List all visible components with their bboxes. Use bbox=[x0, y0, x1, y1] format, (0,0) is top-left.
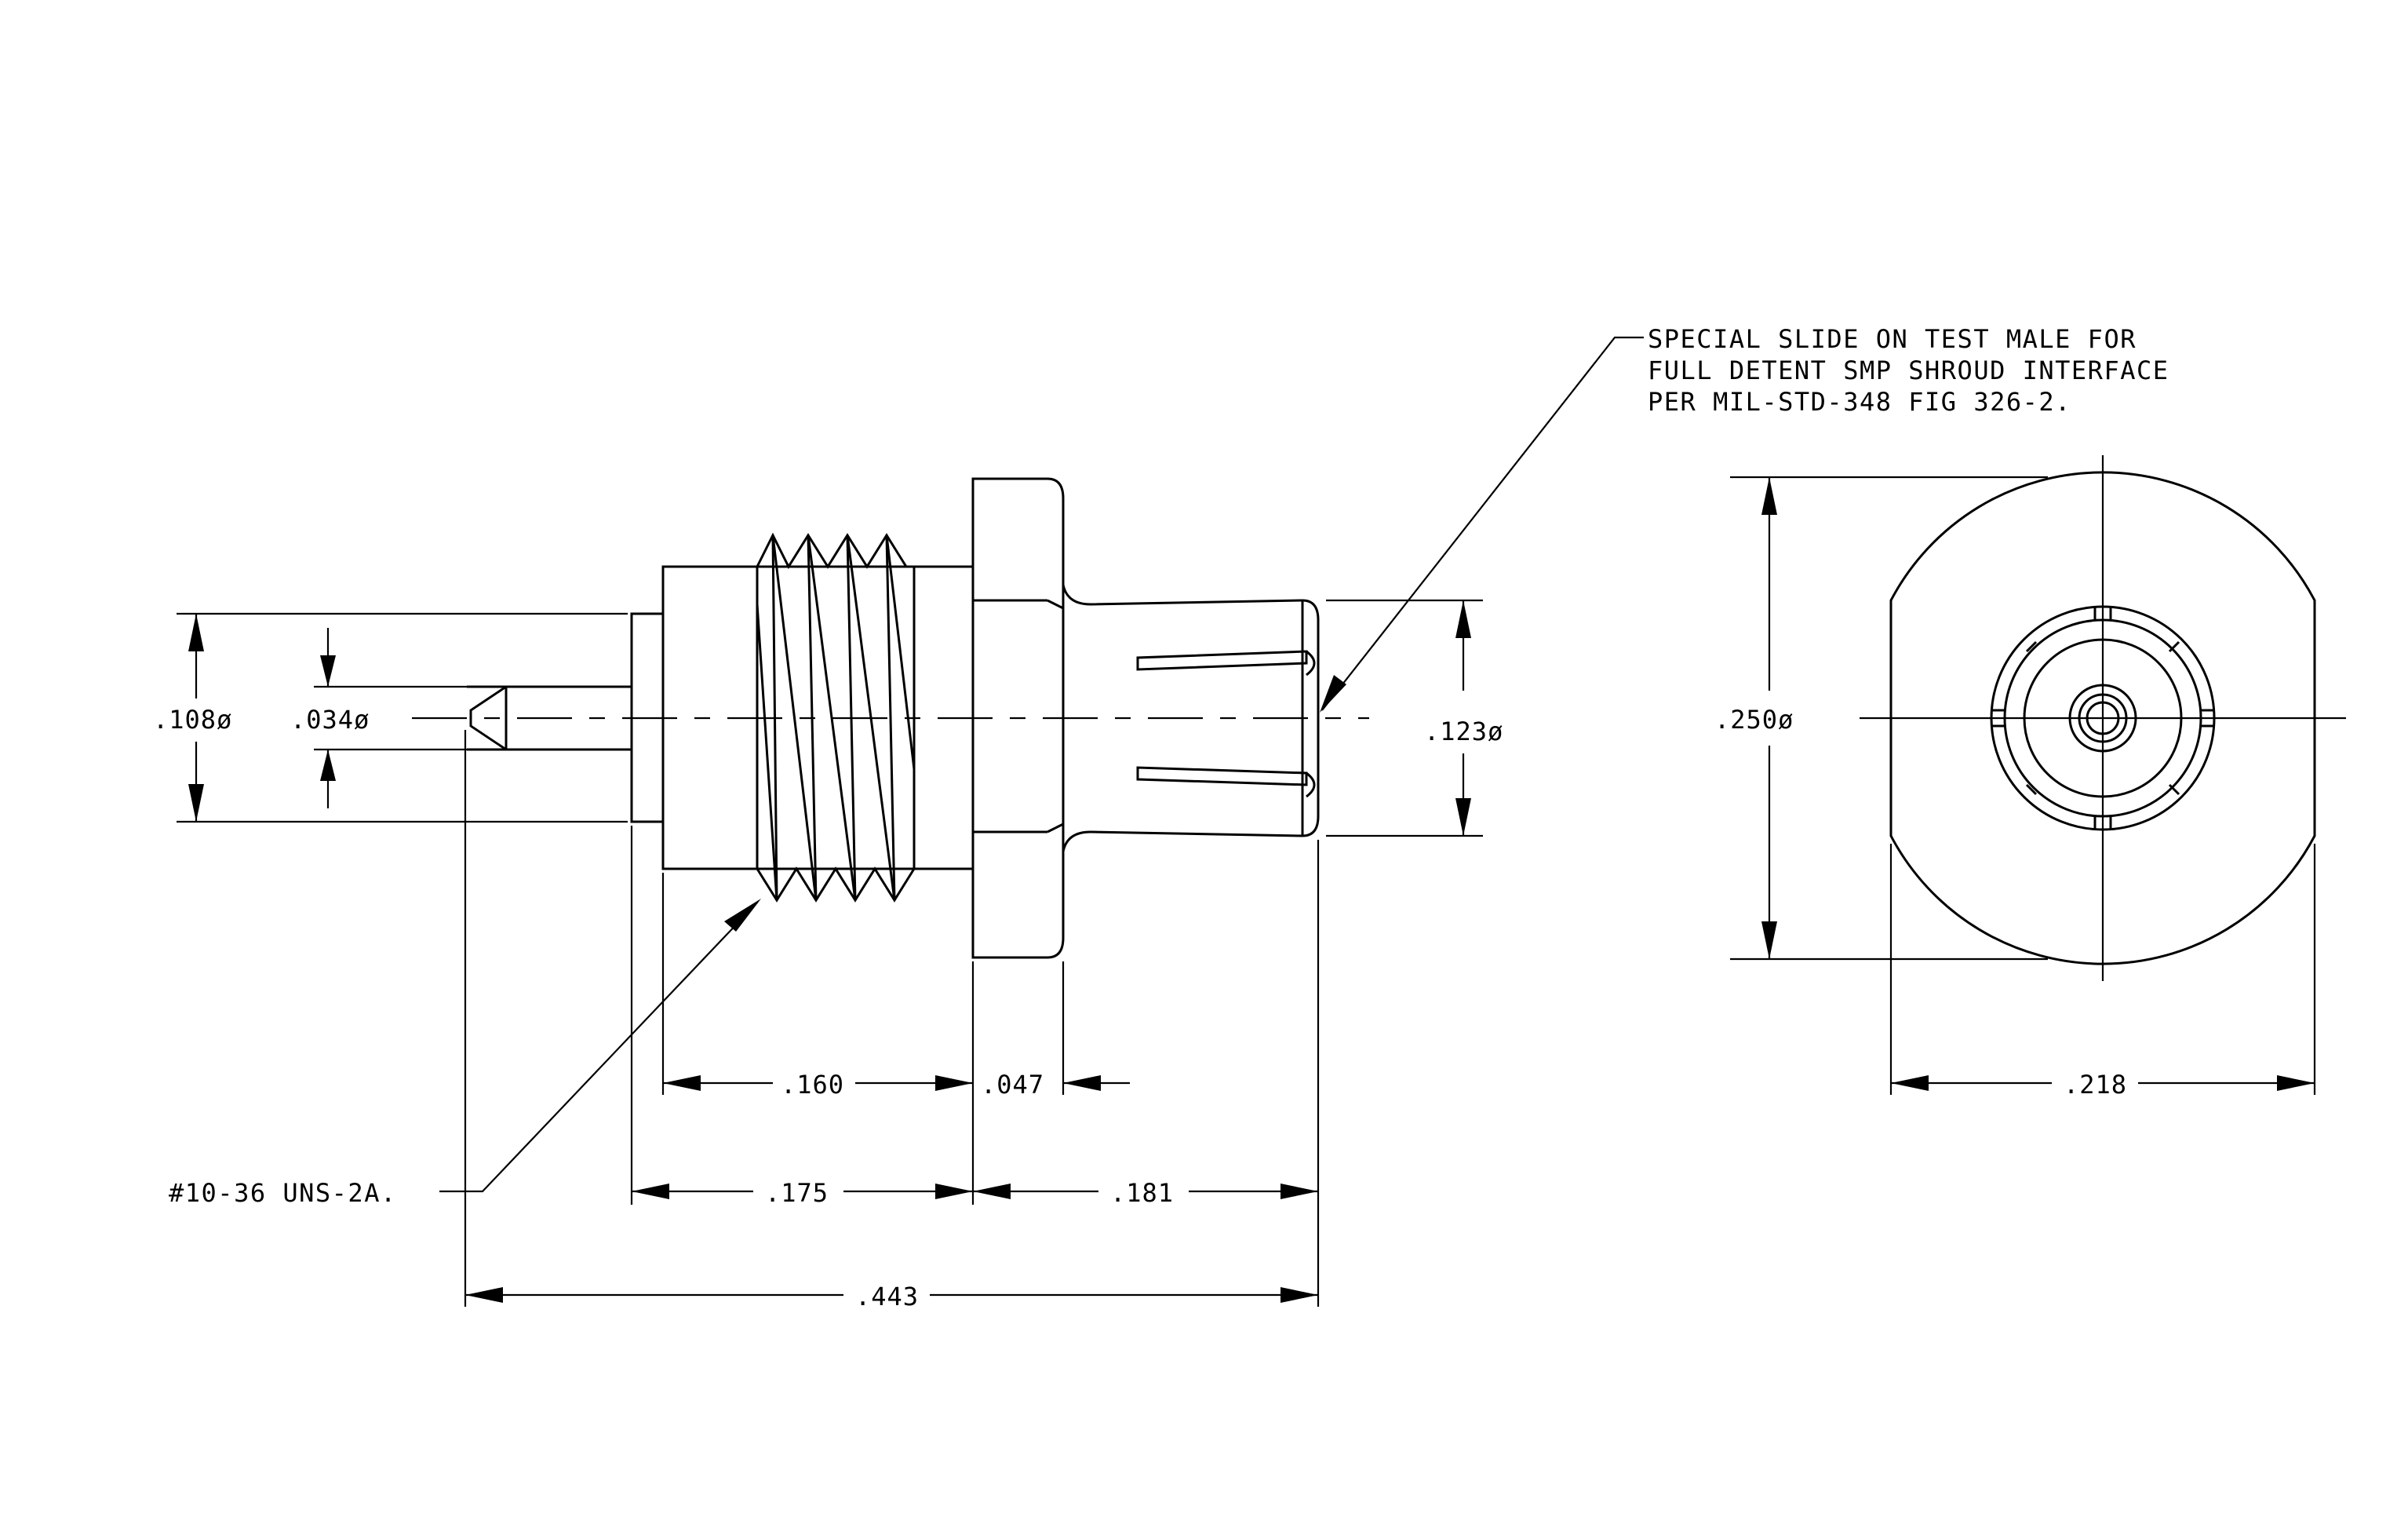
arrow-443-right bbox=[1281, 1287, 1318, 1303]
arrow-175-right bbox=[935, 1184, 973, 1199]
shroud-notches bbox=[1991, 607, 2214, 830]
dim-text-108: .108ø bbox=[153, 705, 232, 735]
arrow-250-bottom bbox=[1761, 921, 1777, 959]
arrow-123-top bbox=[1455, 600, 1471, 638]
arrow-160-left bbox=[663, 1075, 701, 1091]
arrow-123-bottom bbox=[1455, 798, 1471, 836]
flange-hex-edge bbox=[1047, 599, 1064, 833]
thread-leader-arrow bbox=[724, 899, 761, 932]
side-view: .108ø .034ø .123ø .160 .047 bbox=[153, 336, 1644, 1311]
arrow-108-top bbox=[188, 614, 204, 651]
dim-text-123: .123ø bbox=[1424, 717, 1503, 746]
arrow-160-right bbox=[935, 1075, 973, 1091]
shroud-slot-bottom bbox=[1136, 766, 1308, 786]
dim-text-175: .175 bbox=[765, 1178, 829, 1208]
thread-helix bbox=[756, 534, 916, 901]
shroud-finger-tips bbox=[1301, 600, 1316, 836]
note-leader bbox=[1321, 336, 1644, 711]
dim-text-218: .218 bbox=[2064, 1070, 2127, 1100]
arrow-108-bottom bbox=[188, 784, 204, 822]
note-line-2: FULL DETENT SMP SHROUD INTERFACE bbox=[1648, 356, 2169, 385]
arrow-218-right bbox=[2277, 1075, 2315, 1091]
dim-text-160: .160 bbox=[781, 1070, 844, 1100]
end-view: .250ø .218 bbox=[1714, 455, 2346, 1100]
shroud-ring-mid bbox=[2003, 618, 2202, 818]
arrow-034-top bbox=[320, 655, 336, 687]
thread-callout-text: #10-36 UNS-2A. bbox=[169, 1178, 397, 1208]
arrow-218-left bbox=[1891, 1075, 1929, 1091]
note-line-1: SPECIAL SLIDE ON TEST MALE FOR bbox=[1648, 324, 2137, 354]
center-contact-mid bbox=[2078, 693, 2128, 743]
center-contact-outer bbox=[2068, 684, 2137, 753]
arrow-443-left bbox=[465, 1287, 503, 1303]
dim-text-047: .047 bbox=[981, 1070, 1044, 1100]
shroud-ring-inner bbox=[2023, 638, 2183, 798]
center-contact-inner bbox=[2086, 701, 2120, 735]
thread-crests-bottom bbox=[756, 866, 916, 903]
note-block: SPECIAL SLIDE ON TEST MALE FOR FULL DETE… bbox=[1648, 324, 2169, 417]
thread-roots bbox=[756, 534, 916, 901]
thread-crests-top bbox=[756, 532, 914, 570]
arrow-181-right bbox=[1281, 1184, 1318, 1199]
note-leader-arrow bbox=[1320, 675, 1346, 713]
dim-text-443: .443 bbox=[855, 1282, 919, 1311]
arrow-175-left bbox=[632, 1184, 669, 1199]
pin-tip-chamfer bbox=[469, 685, 507, 751]
dim-text-034: .034ø bbox=[290, 705, 370, 735]
end-view-outline bbox=[1889, 471, 2316, 965]
arrow-034-bottom bbox=[320, 750, 336, 781]
arrow-181-left bbox=[973, 1184, 1011, 1199]
flange bbox=[971, 477, 1065, 959]
note-line-3: PER MIL-STD-348 FIG 326-2. bbox=[1648, 387, 2071, 417]
dim-text-181: .181 bbox=[1110, 1178, 1174, 1208]
arrow-047 bbox=[1063, 1075, 1101, 1091]
shroud-ring-outer bbox=[1990, 605, 2216, 831]
shroud-slot-top bbox=[1136, 650, 1308, 671]
arrow-250-top bbox=[1761, 477, 1777, 515]
thread-leader bbox=[439, 902, 758, 1193]
dim-text-250: .250ø bbox=[1714, 705, 1794, 735]
shroud bbox=[1062, 584, 1320, 852]
